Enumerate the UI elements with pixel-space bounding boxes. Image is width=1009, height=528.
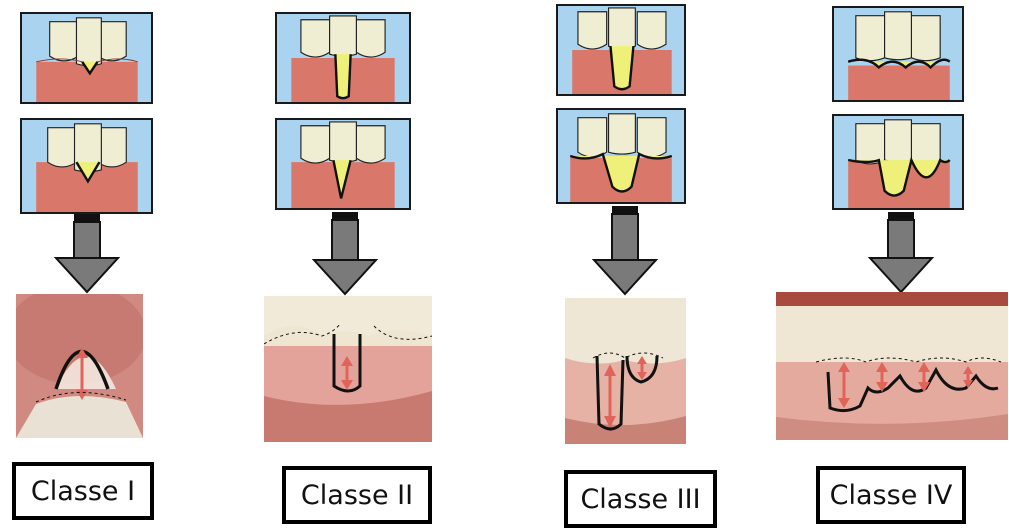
- class-2-diagram-bottom: [275, 118, 411, 210]
- class-2-clinical-photo: [264, 296, 432, 442]
- class-4-down-arrow: [866, 212, 936, 294]
- class-3-diagram-bottom: [556, 108, 686, 204]
- class-1-diagram-top: [20, 12, 153, 104]
- class-1-top-illustration: [22, 14, 151, 102]
- class-3-diagram-top: [556, 4, 686, 96]
- class-4-diagram-bottom: [832, 114, 964, 210]
- class-2-down-arrow: [310, 212, 380, 296]
- class-2-label-text: Classe II: [301, 480, 413, 511]
- class-4-diagram-top: [832, 6, 964, 102]
- class-2-label: Classe II: [282, 466, 432, 524]
- class-1-label-text: Classe I: [31, 476, 135, 507]
- class-4-label-text: Classe IV: [830, 480, 953, 511]
- class-3-down-arrow: [590, 206, 660, 296]
- class-2-diagram-top: [275, 12, 411, 104]
- class-1-label: Classe I: [12, 462, 154, 520]
- class-1-diagram-bottom: [20, 118, 153, 214]
- class-1-clinical-photo: [16, 294, 143, 438]
- class-3-label-text: Classe III: [580, 484, 700, 515]
- class-4-label: Classe IV: [816, 466, 966, 524]
- class-2-bottom-illustration: [277, 120, 409, 208]
- class-3-clinical-photo: [565, 298, 686, 444]
- class-3-label: Classe III: [564, 470, 717, 528]
- class-4-bottom-illustration: [834, 116, 962, 208]
- class-4-clinical-photo: [776, 292, 1008, 440]
- class-2-top-illustration: [277, 14, 409, 102]
- class-3-top-illustration: [558, 6, 684, 94]
- class-1-bottom-illustration: [22, 120, 151, 212]
- class-4-top-illustration: [834, 8, 962, 100]
- class-1-down-arrow: [52, 214, 122, 294]
- class-3-bottom-illustration: [558, 110, 684, 202]
